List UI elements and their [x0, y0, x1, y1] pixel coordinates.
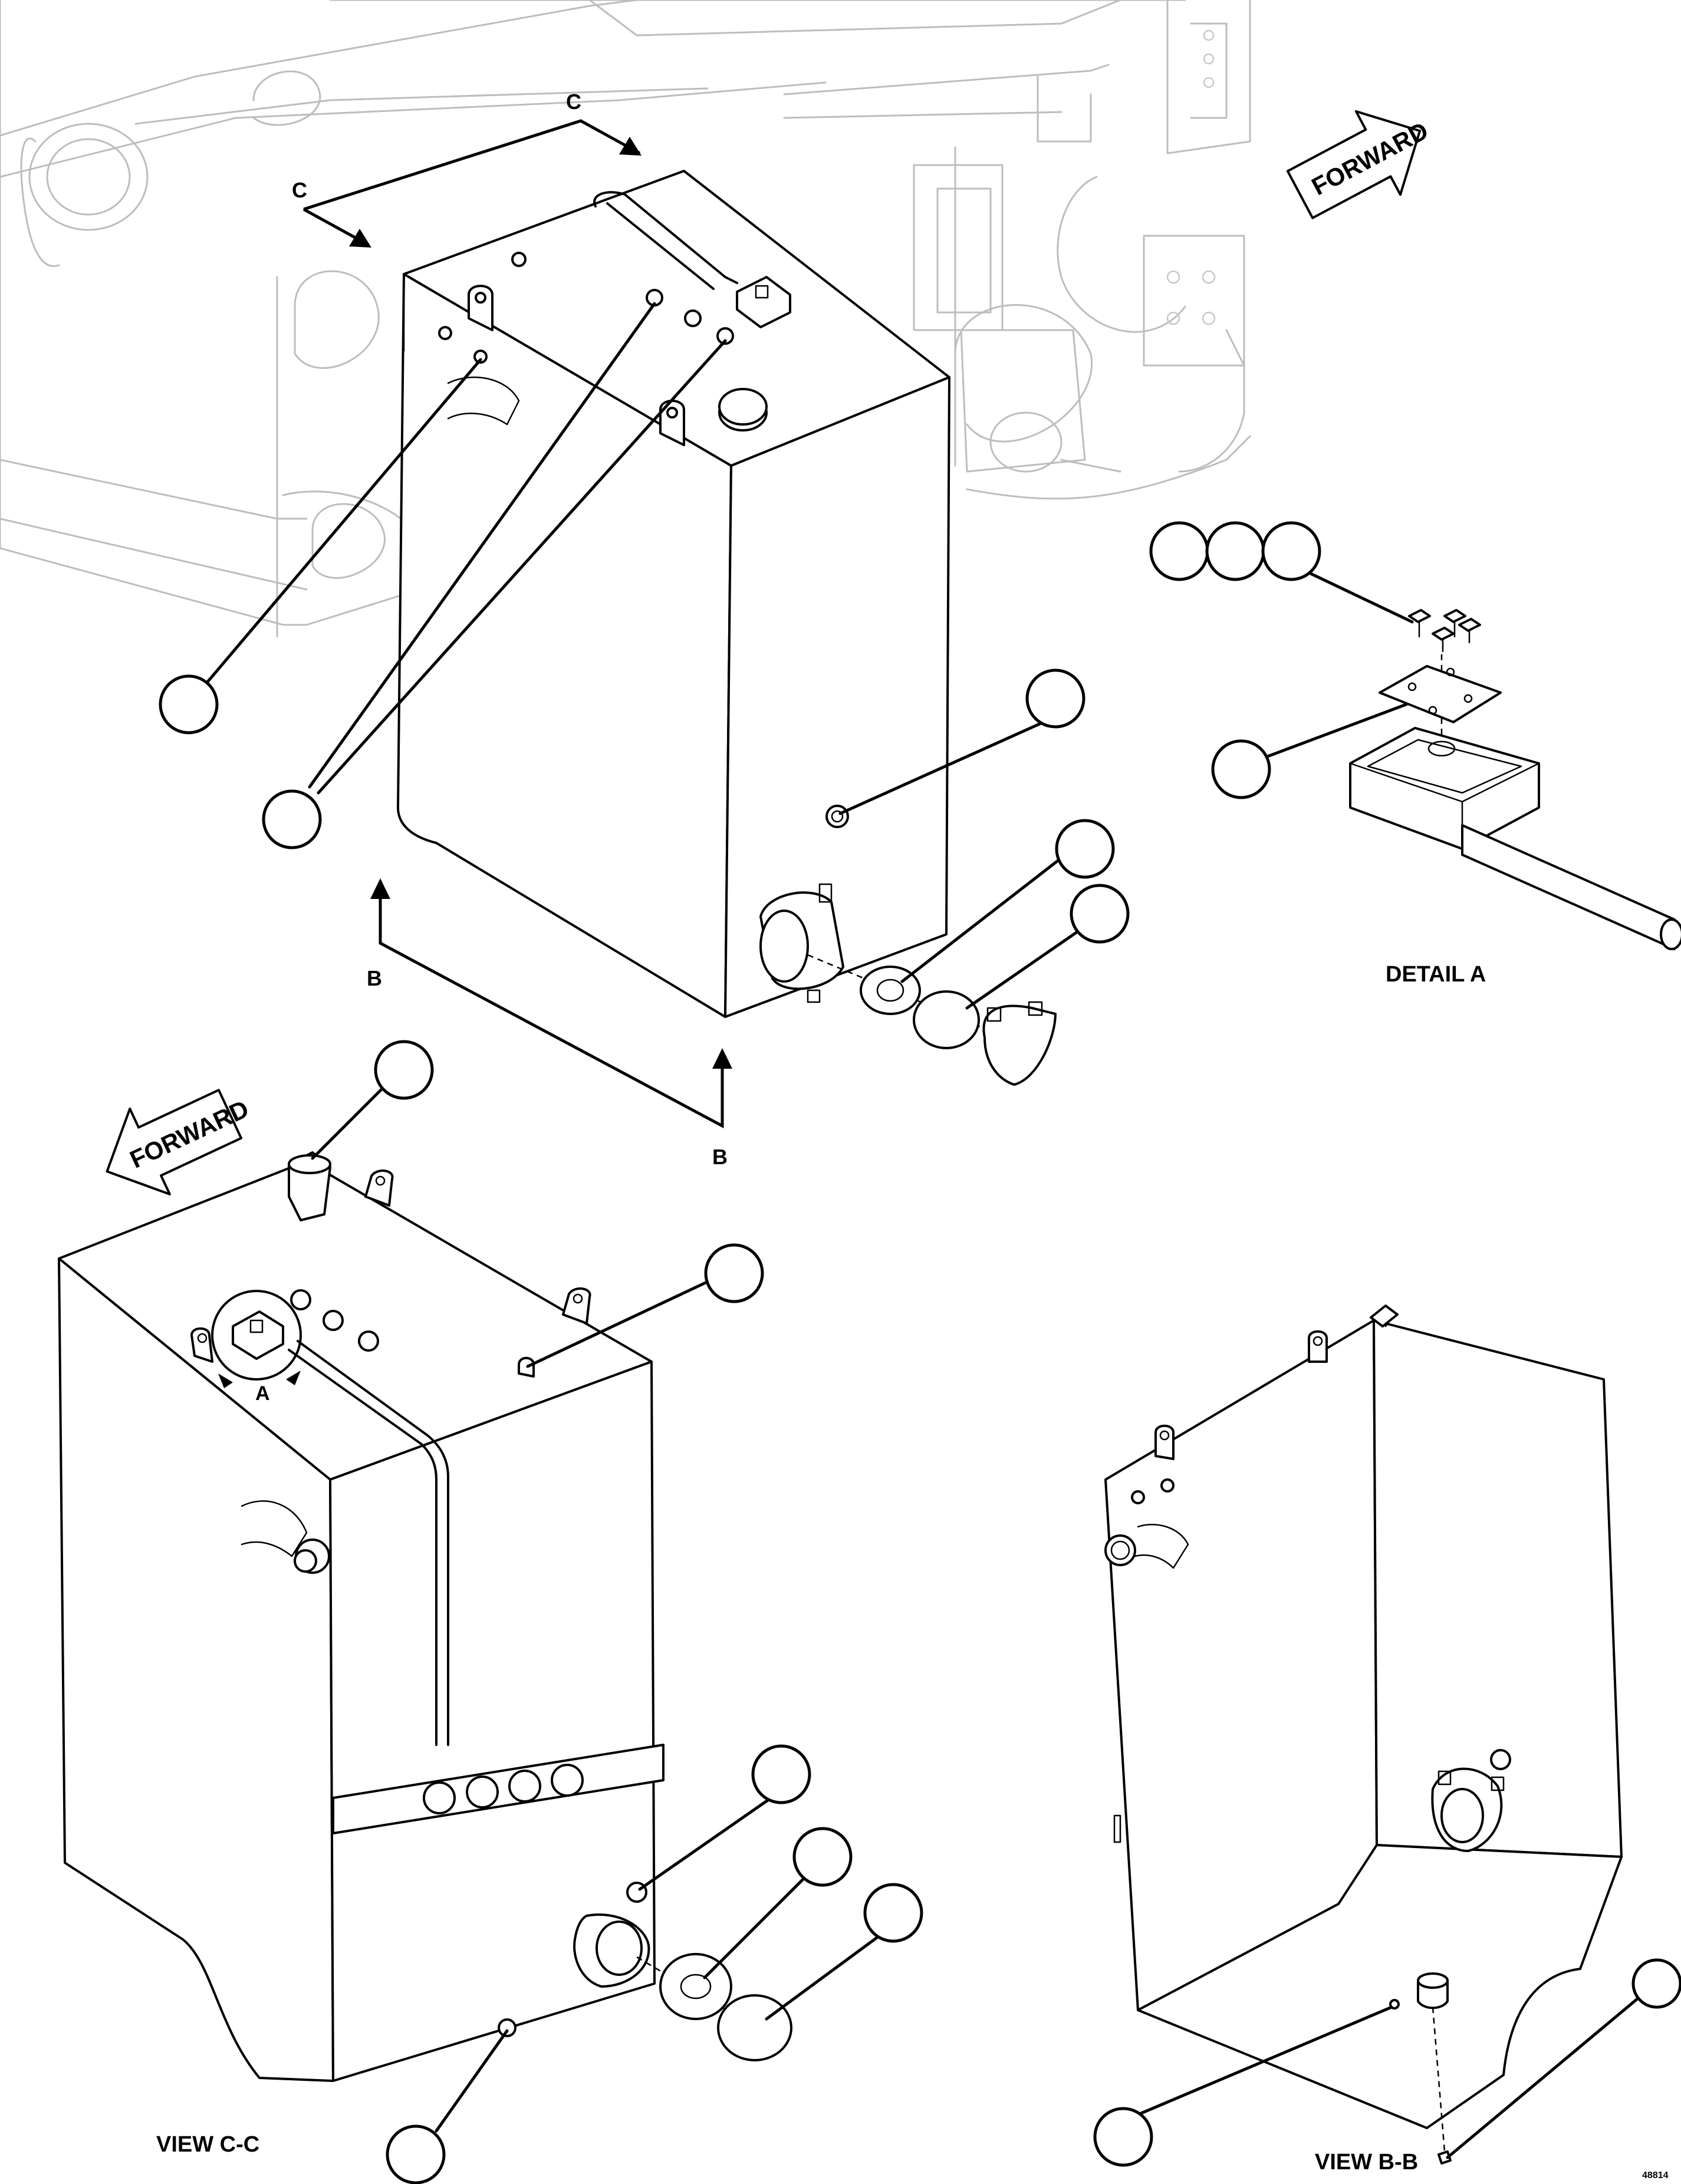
section-marker-b-bottom: B: [712, 1145, 728, 1169]
tank-left-face: [397, 273, 732, 1018]
view-c-cover: [717, 1994, 792, 2061]
side-fitting: [825, 805, 849, 828]
callout-balloon: [1205, 521, 1265, 581]
suction-port-cover: [913, 990, 980, 1049]
callout-balloon: [792, 1827, 853, 1887]
view-b-bottom-face: [1137, 1844, 1623, 2129]
leader-lines: [202, 302, 1647, 2159]
view-c-c-tank: A VIEW C-C: [58, 1151, 792, 2157]
callout-balloon: [1025, 668, 1085, 729]
lifting-lug-left: [468, 285, 494, 331]
detail-a-cover-plate: [1379, 665, 1502, 723]
callout-balloon: [374, 1040, 434, 1100]
detail-a-callout-circle: [211, 1290, 302, 1381]
hydraulic-tank-main-view: [397, 170, 1057, 1086]
view-b-caption: VIEW B-B: [1315, 2150, 1418, 2175]
callout-balloon: [262, 789, 322, 849]
callout-balloon: [386, 2124, 446, 2184]
section-marker-b-left: B: [367, 966, 382, 990]
suction-strainer-clamp: [982, 1004, 1057, 1086]
callout-balloon: [1093, 2107, 1153, 2167]
detail-a-conduit: [1461, 824, 1676, 950]
callout-balloons: [159, 521, 1681, 2184]
detail-a-screws: [1408, 609, 1481, 653]
section-marker-c-top: C: [566, 90, 581, 114]
view-b-b-tank: VIEW B-B 48814: [1104, 1305, 1669, 2180]
callout-balloon: [1631, 1958, 1681, 2009]
callout-balloon: [1070, 884, 1130, 944]
drawing-number: 48814: [1642, 2170, 1669, 2180]
section-marker-c-left: C: [292, 178, 307, 202]
callout-balloon: [704, 1243, 764, 1303]
callout-balloon: [863, 1883, 923, 1943]
return-tube: [593, 191, 738, 284]
callout-balloon: [159, 674, 219, 734]
top-fitting-3: [716, 327, 734, 345]
top-fitting-4: [511, 252, 527, 267]
view-c-return-tube: [288, 1349, 437, 1746]
section-line-c-c: C C: [292, 90, 642, 248]
machine-frame-background: [0, 0, 1251, 638]
callout-balloon: [1261, 521, 1321, 581]
top-fitting-2: [684, 309, 702, 327]
lifting-lug-right: [659, 400, 685, 446]
sender-junction-box: [736, 276, 791, 328]
detail-a-marker: A: [255, 1382, 270, 1405]
view-c-caption: VIEW C-C: [156, 2132, 259, 2157]
forward-arrow-upper-right: FORWARD: [1286, 110, 1433, 219]
tank-right-face: [724, 376, 950, 1018]
callout-balloon: [751, 1744, 811, 1804]
callout-balloon: [1149, 521, 1209, 581]
callout-balloon: [1055, 819, 1115, 879]
detail-a-sender-box: DETAIL A: [1349, 609, 1681, 987]
section-line-b-b: B B: [367, 878, 732, 1169]
callout-balloon: [1211, 739, 1271, 799]
detail-a-caption: DETAIL A: [1386, 962, 1486, 987]
